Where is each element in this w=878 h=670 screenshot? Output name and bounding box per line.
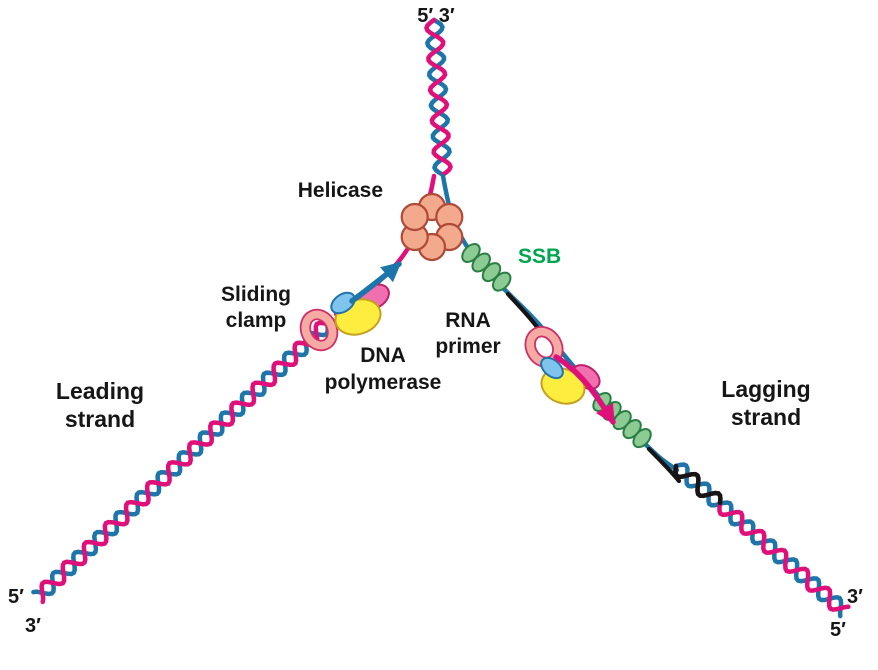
label-top-ends: 5′ 3′ bbox=[417, 5, 455, 27]
parental-duplex bbox=[424, 17, 453, 177]
rna-primer-segment-1 bbox=[505, 291, 540, 330]
label-bottom-left-3prime: 3′ bbox=[25, 615, 41, 637]
label-rna-primer-1: RNA bbox=[445, 309, 491, 332]
label-dna-polymerase-2: polymerase bbox=[325, 371, 442, 394]
helicase-protein bbox=[400, 192, 464, 262]
label-sliding-clamp-2: clamp bbox=[226, 309, 287, 332]
helicase-subunit bbox=[400, 202, 429, 232]
lagging-synthesis-arrow bbox=[553, 354, 616, 425]
label-leading-strand-1: Leading bbox=[56, 378, 144, 404]
ssb-bead bbox=[632, 428, 652, 449]
clamp-ring-inner-outline bbox=[309, 318, 329, 342]
lagging-duplex-primer-strand bbox=[673, 463, 723, 506]
leading-strand-duplex bbox=[31, 320, 330, 605]
clamp-ring-inner-outline bbox=[534, 335, 554, 359]
lagging-strand-duplex bbox=[673, 462, 851, 619]
dna-polymerase-lagging bbox=[540, 356, 601, 405]
dna-polymerase-leading bbox=[330, 283, 390, 336]
label-lagging-strand-1: Lagging bbox=[721, 376, 810, 402]
ssb-proteins-upper bbox=[461, 243, 512, 292]
polymerase-blue-domain bbox=[330, 291, 356, 315]
g-top-helix-pink-strand bbox=[424, 17, 453, 177]
g-lagging-duplex-blue-strand bbox=[673, 462, 844, 619]
ssb-bead bbox=[491, 271, 512, 292]
labels: 5′ 3′ Helicase SSB Sliding clamp DNA pol… bbox=[8, 5, 863, 641]
leading-synthesis-arrow bbox=[349, 261, 402, 304]
polymerase-blue-domain bbox=[540, 356, 564, 380]
label-dna-polymerase-1: DNA bbox=[360, 344, 406, 367]
rna-primer-segment-2 bbox=[646, 446, 682, 484]
clamp-ring-band bbox=[300, 309, 338, 351]
label-bottom-left-5prime: 5′ bbox=[8, 586, 24, 608]
g-leading-duplex-blue-strand bbox=[31, 321, 330, 597]
label-bottom-right-5prime: 5′ bbox=[830, 619, 846, 641]
label-bottom-right-3prime: 3′ bbox=[847, 586, 863, 608]
label-leading-strand-2: strand bbox=[65, 406, 135, 432]
label-sliding-clamp-1: Sliding bbox=[221, 283, 291, 306]
g-leading-duplex-pink-strand bbox=[39, 320, 330, 605]
g-lagging-duplex-pink-strand bbox=[673, 463, 851, 612]
label-ssb: SSB bbox=[518, 245, 561, 268]
sliding-clamp-leading bbox=[299, 308, 339, 352]
label-rna-primer-2: primer bbox=[435, 335, 500, 358]
label-helicase: Helicase bbox=[298, 179, 383, 202]
label-lagging-strand-2: strand bbox=[731, 404, 801, 430]
